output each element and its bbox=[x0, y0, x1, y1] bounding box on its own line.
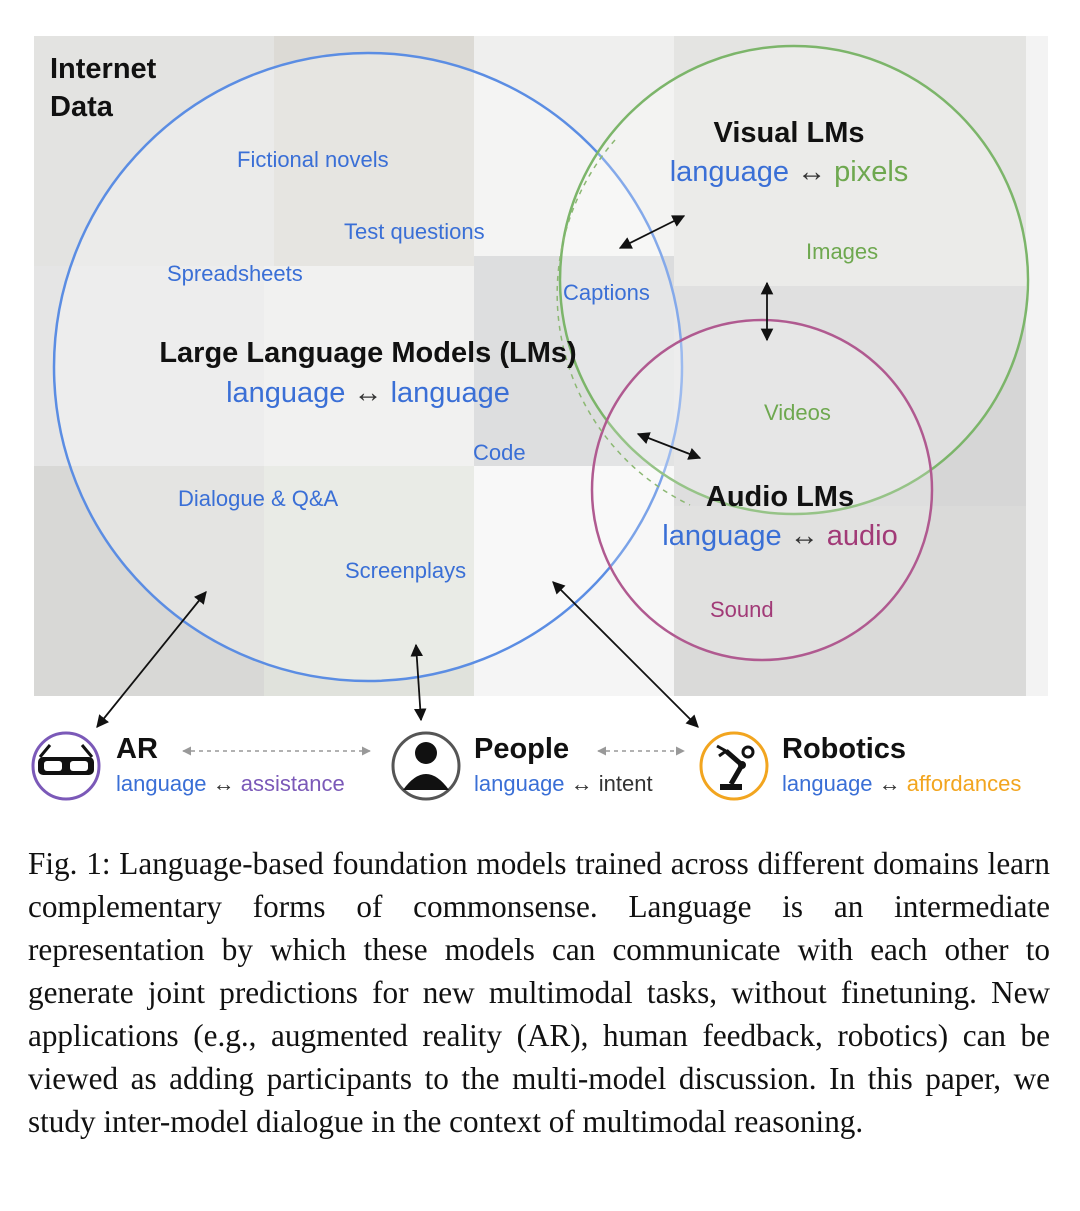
source-sound: Sound bbox=[710, 597, 774, 622]
alm-mapping: language ↔ audio bbox=[662, 520, 897, 552]
source-videos: Videos bbox=[764, 400, 831, 425]
internet-data-label-line2: Data bbox=[50, 91, 114, 123]
arrow-ar bbox=[96, 591, 207, 728]
overlap-dashed-arc bbox=[556, 139, 691, 506]
source-fictional-novels: Fictional novels bbox=[237, 147, 389, 172]
ar-glasses-icon bbox=[31, 731, 101, 801]
person-icon bbox=[391, 731, 461, 801]
source-code: Code bbox=[473, 440, 526, 465]
ar-title: AR bbox=[116, 733, 158, 765]
source-spreadsheets: Spreadsheets bbox=[167, 261, 303, 286]
robotics-title: Robotics bbox=[782, 733, 906, 765]
source-dialogue: Dialogue & Q&A bbox=[178, 486, 339, 511]
people-title: People bbox=[474, 733, 569, 765]
source-test-questions: Test questions bbox=[344, 219, 485, 244]
internet-data-label-line1: Internet bbox=[50, 53, 157, 85]
ar-mapping: language ↔ assistance bbox=[116, 771, 345, 796]
robotics-mapping: language ↔ affordances bbox=[782, 771, 1021, 796]
vlm-circle bbox=[558, 44, 1030, 516]
vlm-title: Visual LMs bbox=[714, 117, 865, 149]
figure-caption: Fig. 1: Language-based foundation models… bbox=[28, 846, 1050, 1139]
source-images: Images bbox=[806, 239, 878, 264]
source-captions: Captions bbox=[563, 280, 650, 305]
arrow-people bbox=[410, 643, 427, 722]
vlm-mapping: language ↔ pixels bbox=[670, 156, 909, 188]
robot-arm-icon bbox=[699, 731, 769, 801]
arrow-llm-alm bbox=[636, 432, 702, 460]
llm-circle bbox=[52, 51, 684, 683]
arrow-llm-vlm bbox=[618, 215, 686, 249]
people-mapping: language ↔ intent bbox=[474, 771, 653, 796]
figure-diagram: Internet Data Fictional novels Test ques… bbox=[31, 36, 1048, 801]
llm-mapping: language ↔ language bbox=[226, 377, 510, 409]
arrow-robotics bbox=[552, 581, 699, 728]
source-screenplays: Screenplays bbox=[345, 558, 466, 583]
llm-title: Large Language Models (LMs) bbox=[159, 337, 576, 369]
alm-title: Audio LMs bbox=[706, 481, 854, 513]
